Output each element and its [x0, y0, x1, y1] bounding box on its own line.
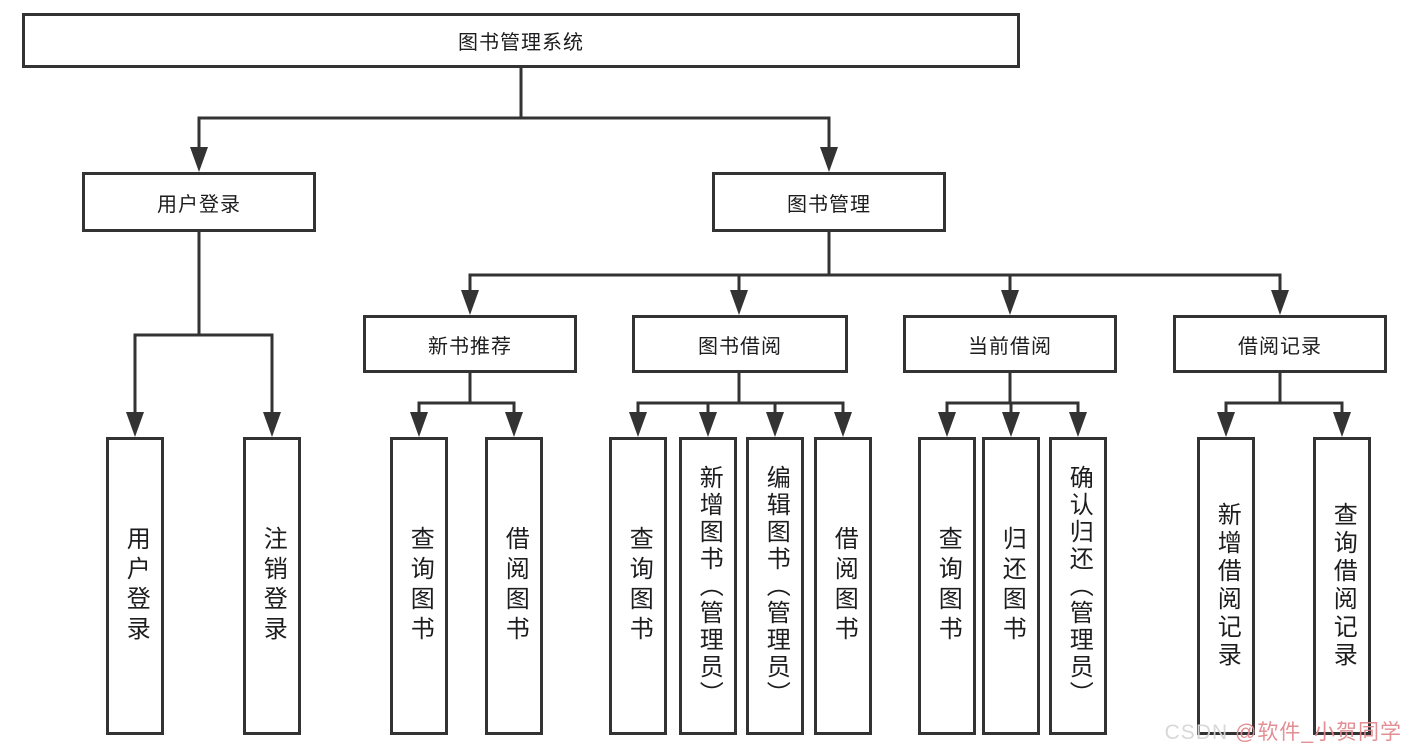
arrowheads	[126, 147, 1351, 437]
node-root: 图书管理系统	[22, 13, 1020, 68]
leaf-query-books-recommend: 查询图书	[390, 437, 448, 735]
leaf-query-books-current: 查询图书	[918, 437, 976, 735]
leaf-user-login: 用户登录	[106, 437, 164, 735]
node-current-borrow: 当前借阅	[903, 315, 1117, 373]
watermark: CSDN @软件_小贺同学	[1165, 716, 1402, 746]
watermark-handle: @软件_小贺同学	[1235, 721, 1402, 744]
leaf-confirm-return-admin: 确认归还（管理员）	[1049, 437, 1107, 735]
leaf-return-books: 归还图书	[982, 437, 1040, 735]
leaf-borrow-books-recommend: 借阅图书	[485, 437, 543, 735]
leaf-query-books-borrow: 查询图书	[609, 437, 667, 735]
leaf-logout: 注销登录	[243, 437, 301, 735]
leaf-query-borrow-record: 查询借阅记录	[1313, 437, 1371, 735]
leaf-borrow-books: 借阅图书	[814, 437, 872, 735]
node-book-borrow: 图书借阅	[632, 315, 848, 373]
node-user-login: 用户登录	[82, 172, 316, 232]
leaf-edit-books-admin: 编辑图书（管理员）	[746, 437, 804, 735]
watermark-brand: CSDN	[1164, 721, 1229, 744]
node-book-management: 图书管理	[712, 172, 946, 232]
leaf-add-books-admin: 新增图书（管理员）	[679, 437, 737, 735]
node-new-book-recommend: 新书推荐	[363, 315, 577, 373]
node-borrow-records: 借阅记录	[1173, 315, 1387, 373]
leaf-add-borrow-record: 新增借阅记录	[1197, 437, 1255, 735]
